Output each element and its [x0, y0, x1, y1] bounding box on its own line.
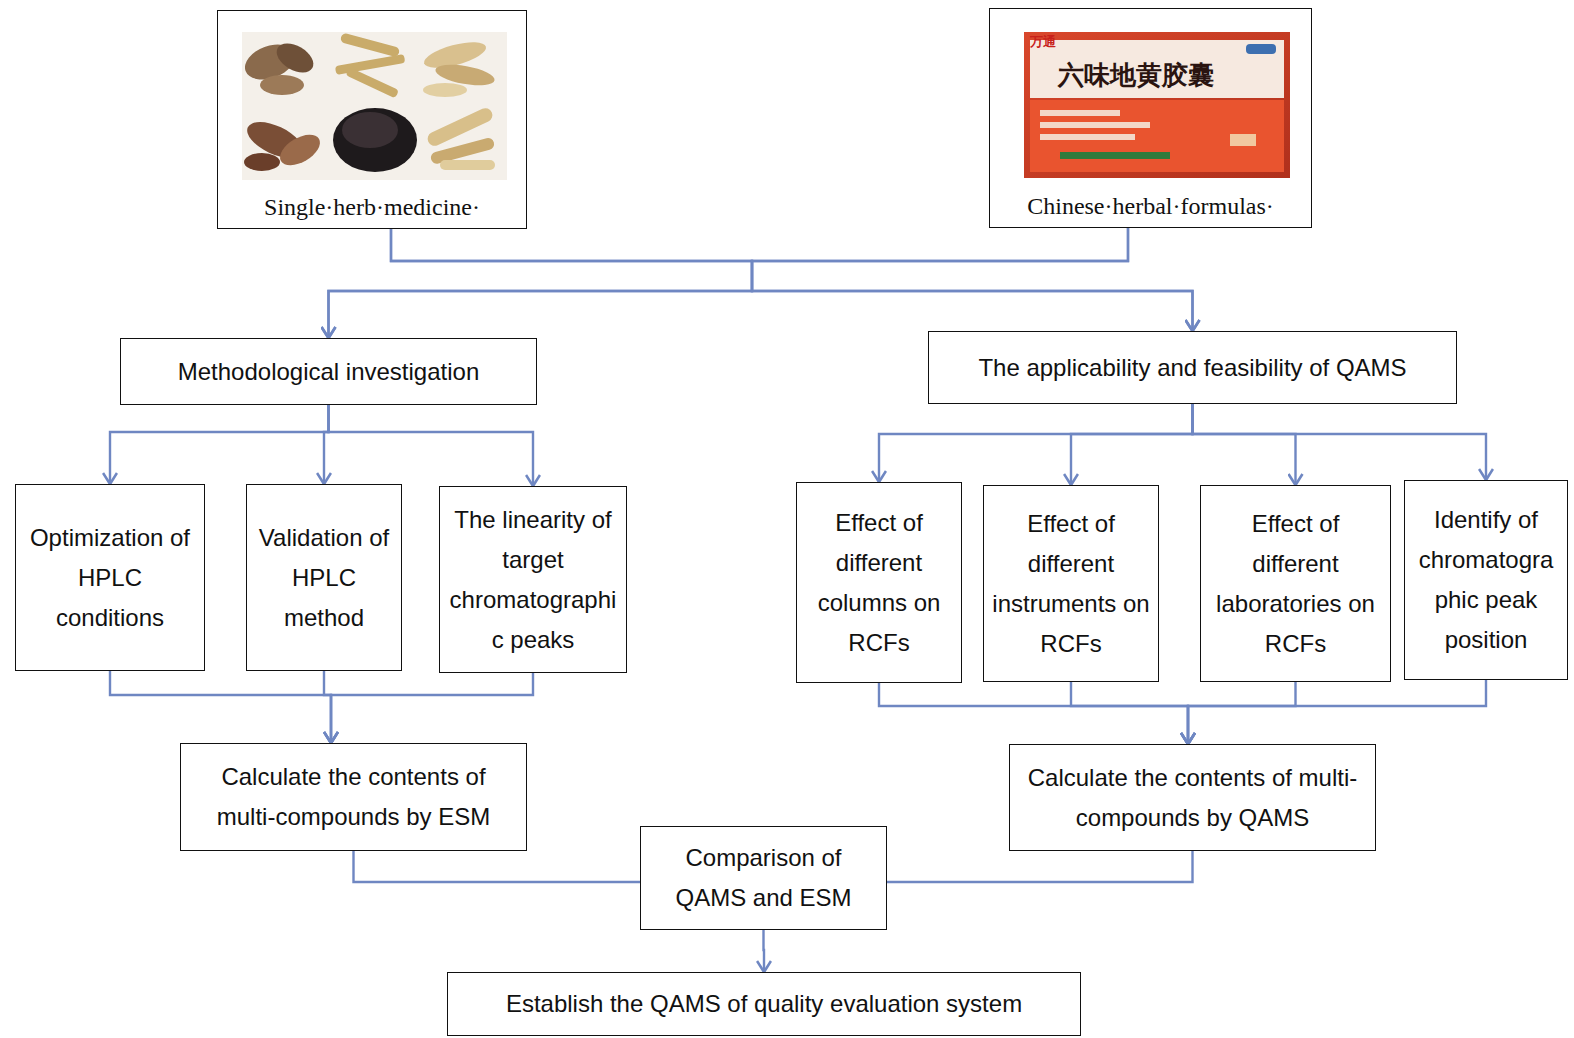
picture-box: Single·herb·medicine·: [217, 10, 527, 229]
process-box: Effect of different instruments on RCFs: [983, 485, 1159, 682]
process-box: Establish the QAMS of quality evaluation…: [447, 972, 1081, 1036]
process-box: Comparison of QAMS and ESM: [640, 826, 887, 930]
process-box: Validation of HPLC method: [246, 484, 402, 671]
process-box: The applicability and feasibility of QAM…: [928, 331, 1457, 404]
box-text: Effect of different instruments on RCFs: [992, 504, 1150, 664]
connector: [1188, 682, 1296, 744]
connector: [1188, 680, 1486, 744]
process-box: Effect of different laboratories on RCFs: [1200, 485, 1391, 682]
box-text: Effect of different columns on RCFs: [805, 503, 953, 663]
box-text: The linearity of target chromatographic …: [448, 500, 618, 660]
box-text: Establish the QAMS of quality evaluation…: [506, 984, 1022, 1024]
box-text: Comparison of QAMS and ESM: [649, 838, 878, 918]
connector: [354, 851, 641, 882]
connector: [391, 229, 1193, 331]
connector: [879, 404, 1193, 482]
box-text: Identify of chromatographic peak positio…: [1413, 500, 1559, 660]
connector: [1193, 404, 1296, 485]
connector: [329, 228, 1129, 338]
connector: [887, 851, 1193, 882]
connector: [110, 405, 329, 484]
connector: [1071, 682, 1188, 744]
picture-caption: Single·herb·medicine·: [262, 192, 482, 222]
connector: [752, 228, 1193, 331]
process-box: Identify of chromatographic peak positio…: [1404, 480, 1568, 680]
package-text: 六味地黄胶囊: [1058, 58, 1214, 93]
process-box: Calculate the contents of multi-compound…: [180, 743, 527, 851]
connector: [110, 671, 331, 743]
connector: [879, 683, 1188, 744]
connector: [762, 930, 765, 972]
process-box: Optimization of HPLC conditions: [15, 484, 205, 671]
box-text: Methodological investigation: [178, 352, 480, 392]
connector: [1071, 404, 1193, 485]
process-box: Calculate the contents of multi-compound…: [1009, 744, 1376, 851]
box-text: Effect of different laboratories on RCFs: [1209, 504, 1382, 664]
connector: [1193, 404, 1487, 480]
process-box: The linearity of target chromatographic …: [439, 486, 627, 673]
box-text: Optimization of HPLC conditions: [24, 518, 196, 638]
connector: [331, 673, 533, 743]
medicine-box-photo: [1024, 32, 1290, 178]
box-text: The applicability and feasibility of QAM…: [978, 348, 1406, 388]
connector: [329, 405, 534, 486]
herb-photos: [240, 32, 507, 180]
picture-caption: Chinese·herbal·formulas·: [1025, 191, 1276, 221]
box-text: Calculate the contents of multi-compound…: [1018, 758, 1367, 838]
box-text: Validation of HPLC method: [255, 518, 393, 638]
process-box: Effect of different columns on RCFs: [796, 482, 962, 683]
box-text: Calculate the contents of multi-compound…: [189, 757, 518, 837]
process-box: Methodological investigation: [120, 338, 537, 405]
package-text: 万通: [1030, 33, 1056, 51]
